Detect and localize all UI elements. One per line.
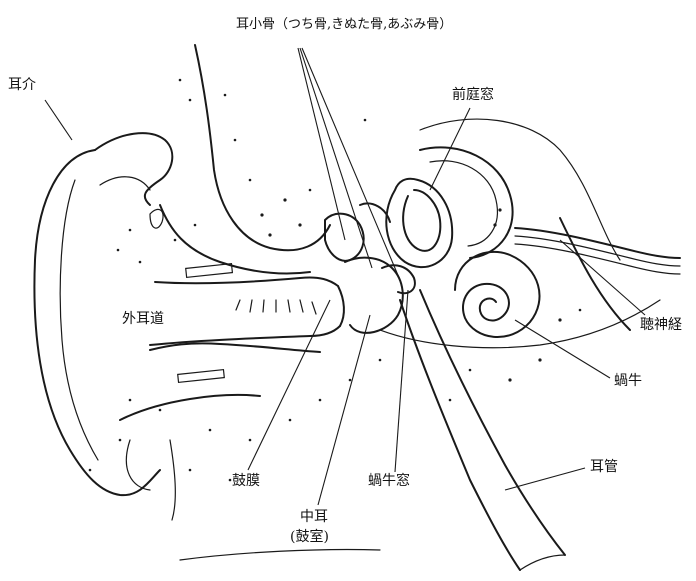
middle-ear-structures (325, 204, 415, 333)
leader-oval-window (430, 108, 470, 190)
label-ossicles: 耳小骨（つち骨,きぬた骨,あぶみ骨） (236, 18, 452, 32)
cochlea-shape (455, 252, 540, 337)
label-round-window: 蝸牛窓 (368, 474, 410, 489)
label-middle-ear: 中耳 (300, 510, 328, 525)
leader-middle-ear (318, 315, 370, 505)
leader-ossicles-2 (300, 48, 372, 268)
leader-ossicles-1 (298, 48, 345, 240)
label-cochlea: 蝸牛 (614, 374, 642, 389)
eustachian-tube-shape (400, 290, 565, 570)
leader-lines (45, 48, 645, 505)
label-oval-window: 前庭窓 (452, 88, 494, 103)
leader-ossicles-3 (302, 48, 400, 280)
label-eardrum: 鼓膜 (232, 474, 260, 489)
leader-cochlea (515, 320, 610, 378)
leader-eustachian-tube (505, 468, 585, 490)
leader-eardrum (248, 300, 330, 470)
label-ear-canal: 外耳道 (122, 312, 164, 327)
label-auditory-nerve: 聴神経 (640, 318, 682, 333)
leader-auricle (45, 100, 72, 140)
label-eustachian-tube: 耳管 (590, 460, 618, 475)
label-auricle: 耳介 (8, 78, 36, 93)
label-tympanic-cavity: (鼓室) (290, 530, 329, 545)
auditory-nerve-shape (515, 218, 680, 330)
inner-ear-canals (386, 147, 512, 267)
